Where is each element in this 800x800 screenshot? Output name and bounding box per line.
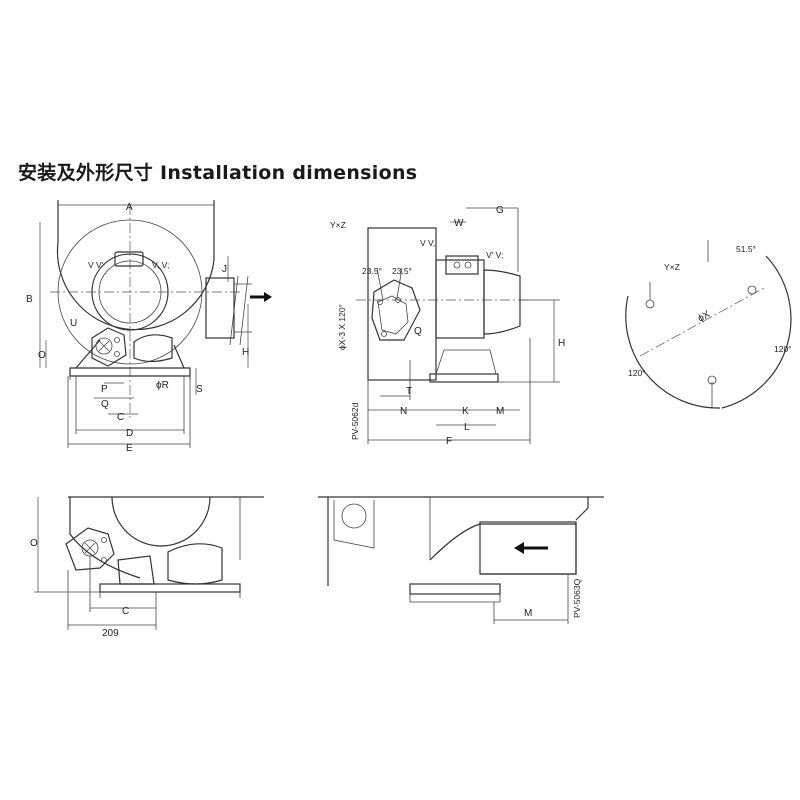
dim-s-label: S: [196, 384, 203, 395]
hole-pattern-label: ϕX-3 X 120°: [337, 304, 347, 350]
flange-diameter-label: ϕX: [696, 309, 712, 325]
dim-w-label: W: [454, 218, 464, 229]
dim-k-label: K: [462, 406, 469, 417]
dim-o-label: O: [30, 538, 38, 549]
page-title: 安装及外形尺寸 Installation dimensions: [18, 162, 418, 184]
dim-u-label: U: [70, 318, 77, 329]
dim-d-label: D: [126, 428, 133, 439]
flange-view: Y×Z 51.5° 120° 120° ϕX: [625, 240, 792, 409]
side-view: W G Y×Z 23.5° 23.5° V V, V' V; ϕX-3 X 12…: [330, 205, 565, 447]
bottom-front-view: O C 209: [30, 496, 264, 639]
dim-b-label: B: [26, 294, 33, 305]
model-label: PV-5062d: [350, 402, 360, 440]
dim-o-label: O: [38, 350, 46, 361]
model-label-2: PV-5063Q: [572, 578, 582, 618]
dim-f-label: F: [446, 436, 452, 447]
dim-h-label: H: [558, 338, 565, 349]
dim-t-label: T: [406, 386, 412, 397]
dim-c-label: C: [117, 412, 124, 423]
dim-209-label: 209: [102, 628, 119, 639]
angle-right-label: 120°: [774, 344, 792, 354]
dim-l-label: L: [464, 422, 470, 433]
front-view: A B V V' V, V; J H U O P Q C D E ϕR S: [26, 200, 272, 454]
hole-size-label: Y×Z: [330, 220, 346, 230]
dim-a-label: A: [126, 202, 133, 213]
dim-r-label: ϕR: [156, 380, 169, 391]
angle-label-left: 23.5°: [362, 266, 382, 276]
terminal-label-b: V' V;: [486, 250, 503, 260]
angle-left-label: 120°: [628, 368, 646, 378]
dim-p-label: P: [101, 384, 108, 395]
bottom-side-view: M PV-5063Q: [318, 496, 604, 624]
dim-c-label: C: [122, 606, 129, 617]
dim-m-label: M: [496, 406, 504, 417]
dim-g-label: G: [496, 205, 504, 216]
angle-top-label: 51.5°: [736, 244, 756, 254]
dim-n-label: N: [400, 406, 407, 417]
dim-e-label: E: [126, 443, 133, 454]
terminal-label-left: V V': [88, 260, 104, 270]
dim-q-label: Q: [101, 399, 109, 410]
terminal-label-right: V, V;: [152, 260, 169, 270]
dim-j-label: J: [222, 264, 227, 275]
terminal-label-a: V V,: [420, 238, 435, 248]
dim-m-label: M: [524, 608, 532, 619]
dim-q-label: Q: [414, 326, 422, 337]
dim-h-label: H: [242, 347, 249, 358]
angle-label-right: 23.5°: [392, 266, 412, 276]
flange-hole-size-label: Y×Z: [664, 262, 680, 272]
